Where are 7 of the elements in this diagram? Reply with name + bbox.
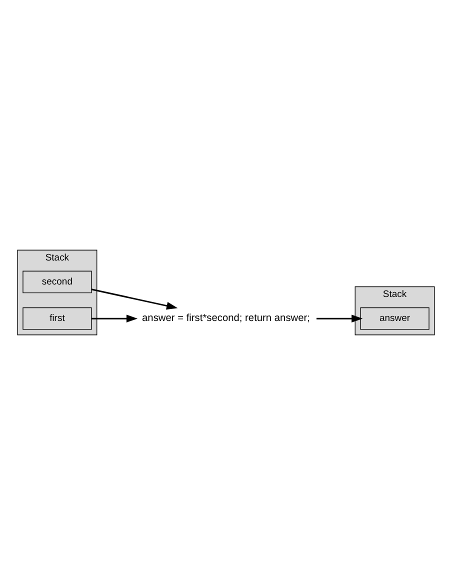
node-box: answer (360, 306, 430, 330)
node-box: second (22, 270, 92, 293)
arrow (92, 314, 138, 322)
node-text: answer = first*second; return answer; (142, 312, 310, 324)
node-box: first (22, 306, 92, 330)
arrow (316, 314, 363, 322)
arrow (91, 288, 178, 310)
